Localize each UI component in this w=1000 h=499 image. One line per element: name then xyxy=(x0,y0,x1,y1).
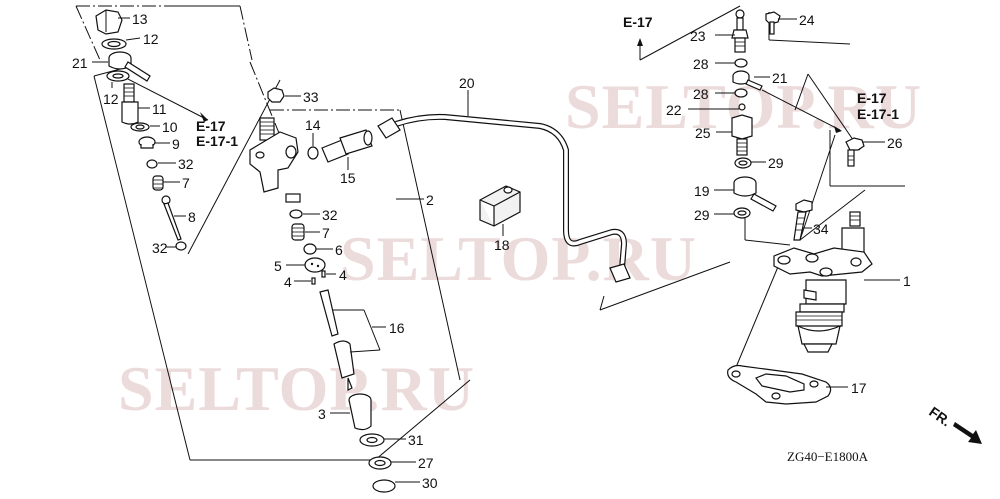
callout-29-a[interactable]: 29 xyxy=(768,155,784,171)
callout-34[interactable]: 34 xyxy=(813,221,829,237)
part-5-plate[interactable] xyxy=(304,257,326,273)
diagram-code: ZG40−E1800A xyxy=(787,449,869,464)
part-12-washer-lower[interactable] xyxy=(106,70,130,82)
callout-31[interactable]: 31 xyxy=(408,432,424,448)
part-1-injection-pump[interactable] xyxy=(773,211,873,353)
part-27-washer[interactable] xyxy=(368,456,392,470)
callout-9[interactable]: 9 xyxy=(172,136,180,152)
part-19-banjo[interactable] xyxy=(733,176,777,212)
part-12-washer-upper[interactable] xyxy=(101,38,127,50)
part-21-banjo-right[interactable] xyxy=(732,70,763,91)
part-22-ball[interactable] xyxy=(738,103,746,111)
part-6-seat[interactable] xyxy=(303,243,317,255)
callout-27[interactable]: 27 xyxy=(418,455,434,471)
watermark-center: SELTOP.RU xyxy=(340,223,697,294)
part-21-banjo-left[interactable] xyxy=(108,51,151,82)
callout-7-b[interactable]: 7 xyxy=(322,225,330,241)
ref-e17-right[interactable]: E-17 xyxy=(857,90,887,106)
callout-18[interactable]: 18 xyxy=(494,237,510,253)
part-26-bolt[interactable] xyxy=(845,137,865,167)
callout-12-lower[interactable]: 12 xyxy=(103,91,119,107)
callout-6[interactable]: 6 xyxy=(335,242,343,258)
callout-28-b[interactable]: 28 xyxy=(693,86,709,102)
callout-15[interactable]: 15 xyxy=(340,170,356,186)
part-24-bolt[interactable] xyxy=(765,11,781,35)
callout-10[interactable]: 10 xyxy=(162,119,178,135)
part-16-nozzle[interactable] xyxy=(319,289,355,391)
part-31-washer[interactable] xyxy=(359,433,385,447)
part-32-washer-c[interactable] xyxy=(289,209,303,219)
callout-23[interactable]: 23 xyxy=(690,28,706,44)
callout-32-a[interactable]: 32 xyxy=(178,156,194,172)
part-29-washer-b[interactable] xyxy=(733,207,751,219)
callout-28-a[interactable]: 28 xyxy=(693,56,709,72)
part-10-washer[interactable] xyxy=(130,122,150,132)
part-28-washer-a[interactable] xyxy=(734,58,748,68)
callout-24[interactable]: 24 xyxy=(799,12,815,28)
callout-32-c[interactable]: 32 xyxy=(322,207,338,223)
part-17-gasket[interactable] xyxy=(727,364,832,405)
callout-17[interactable]: 17 xyxy=(851,380,867,396)
callout-13[interactable]: 13 xyxy=(132,11,148,27)
ref-e17-left[interactable]: E-17 xyxy=(196,118,226,134)
callout-30[interactable]: 30 xyxy=(422,475,438,491)
part-7-spring-a[interactable] xyxy=(152,175,164,191)
callout-5[interactable]: 5 xyxy=(274,258,282,274)
part-32-washer-a[interactable] xyxy=(146,159,158,169)
callout-8[interactable]: 8 xyxy=(188,209,196,225)
ref-e17-1-left[interactable]: E-17-1 xyxy=(196,133,238,149)
callout-labels[interactable]: 13 12 21 12 11 10 9 32 7 8 32 33 14 15 2… xyxy=(72,11,911,491)
pump-body-upper[interactable] xyxy=(249,117,301,203)
part-9-valve[interactable] xyxy=(138,136,156,149)
callout-19[interactable]: 19 xyxy=(694,183,710,199)
callout-16[interactable]: 16 xyxy=(389,320,405,336)
callout-12-upper[interactable]: 12 xyxy=(143,31,159,47)
part-23-fitting[interactable] xyxy=(731,9,749,53)
part-29-washer-a[interactable] xyxy=(734,157,752,169)
reference-labels[interactable]: E-17 E-17-1 E-17 E-17 E-17-1 xyxy=(196,14,899,149)
callout-32-b[interactable]: 32 xyxy=(152,240,168,256)
callout-33[interactable]: 33 xyxy=(303,89,319,105)
callout-25[interactable]: 25 xyxy=(695,125,711,141)
right-boundary-lines xyxy=(599,5,905,373)
part-8-rod[interactable] xyxy=(161,195,182,241)
callout-21-left[interactable]: 21 xyxy=(72,55,88,71)
part-4-pin-a[interactable] xyxy=(311,277,316,285)
part-13-cap[interactable] xyxy=(95,9,123,35)
callout-29-b[interactable]: 29 xyxy=(694,207,710,223)
callout-26[interactable]: 26 xyxy=(887,135,903,151)
part-20-fuel-pipe[interactable] xyxy=(377,113,631,283)
callout-3[interactable]: 3 xyxy=(318,406,326,422)
ref-e17-top[interactable]: E-17 xyxy=(623,14,653,30)
callout-4-b[interactable]: 4 xyxy=(339,267,347,283)
leader-lines xyxy=(92,17,900,483)
callout-1[interactable]: 1 xyxy=(903,273,911,289)
part-28-washer-b[interactable] xyxy=(734,88,748,98)
part-34-bolt[interactable] xyxy=(793,199,813,241)
fr-arrow-icon xyxy=(953,422,982,444)
part-3-retaining-nut[interactable] xyxy=(348,393,372,431)
part-33-nut[interactable] xyxy=(267,87,285,103)
callout-7-a[interactable]: 7 xyxy=(182,175,190,191)
part-4-pin-b[interactable] xyxy=(321,270,326,278)
part-18-clamp[interactable] xyxy=(479,185,521,227)
callout-14[interactable]: 14 xyxy=(305,117,321,133)
front-direction-indicator: FR. xyxy=(926,403,982,444)
fr-label: FR. xyxy=(926,403,954,429)
callout-22[interactable]: 22 xyxy=(666,102,682,118)
part-14-washer[interactable] xyxy=(307,146,319,160)
watermark-bottom-left: SELTOP.RU xyxy=(118,353,475,424)
part-15-fitting[interactable] xyxy=(321,129,373,163)
part-32-washer-b[interactable] xyxy=(175,241,187,251)
part-11-holder[interactable] xyxy=(121,83,139,125)
callout-20[interactable]: 20 xyxy=(459,75,475,91)
callout-11[interactable]: 11 xyxy=(152,101,167,117)
ref-e17-1-right[interactable]: E-17-1 xyxy=(857,106,899,122)
part-25-holder[interactable] xyxy=(731,114,753,156)
callout-2[interactable]: 2 xyxy=(426,192,434,208)
callout-21-right[interactable]: 21 xyxy=(772,70,788,86)
part-7-spring-b[interactable] xyxy=(291,223,305,241)
part-30-washer[interactable] xyxy=(372,479,396,493)
callout-4-a[interactable]: 4 xyxy=(284,274,292,290)
